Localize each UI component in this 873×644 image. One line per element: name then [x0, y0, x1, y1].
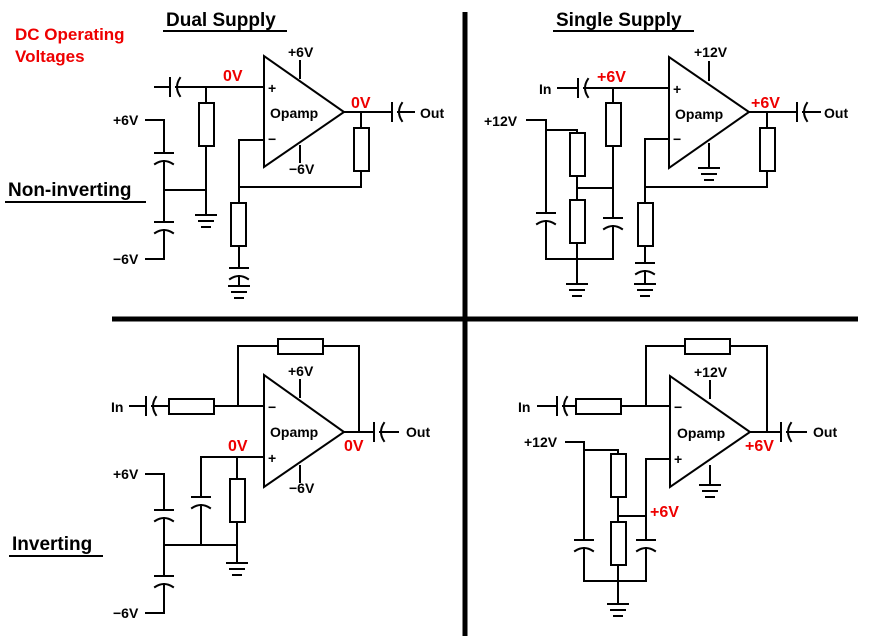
header-dual-supply: Dual Supply — [166, 10, 276, 31]
header-inverting: Inverting — [12, 534, 92, 555]
q3-opamp-label: Opamp — [270, 424, 318, 440]
q4-bias-6v: +6V — [650, 504, 679, 521]
header-single-supply: Single Supply — [556, 10, 682, 31]
q4-output-6v: +6V — [745, 438, 774, 455]
q2-plus-pin: + — [673, 81, 681, 97]
q3-bias-0v: 0V — [228, 438, 248, 455]
circuit-dual-inverting — [129, 338, 399, 614]
q2-minus-pin: − — [673, 131, 681, 147]
q1-opamp-label: Opamp — [270, 105, 318, 121]
q3-plus-pin: + — [268, 450, 276, 466]
q2-opamp-label: Opamp — [675, 106, 723, 122]
q3-output-0v: 0V — [344, 438, 364, 455]
circuit-single-inverting — [537, 338, 807, 617]
q2-output-6v: +6V — [751, 95, 780, 112]
q1-minus6v-label: −6V — [113, 251, 139, 267]
q4-in-label: In — [518, 399, 530, 415]
q2-input-6v: +6V — [597, 69, 626, 86]
q3-supply-neg: −6V — [289, 480, 315, 496]
q1-minus-pin: − — [268, 131, 276, 147]
q2-plus12v-label: +12V — [484, 113, 518, 129]
legend-line2: Voltages — [15, 47, 85, 66]
q1-plus-pin: + — [268, 80, 276, 96]
q3-minus6v-label: −6V — [113, 605, 139, 621]
q1-input-0v: 0V — [223, 68, 243, 85]
q1-out-label: Out — [420, 105, 444, 121]
circuit-single-noninverting — [526, 55, 821, 297]
legend-line1: DC Operating — [15, 25, 125, 44]
q1-plus6v-label: +6V — [113, 112, 139, 128]
circuit-dual-noninverting — [145, 54, 415, 299]
q4-plus-pin: + — [674, 451, 682, 467]
q4-opamp-label: Opamp — [677, 425, 725, 441]
q4-out-label: Out — [813, 424, 837, 440]
q2-supply-pos: +12V — [694, 44, 728, 60]
q1-output-0v: 0V — [351, 95, 371, 112]
q2-out-label: Out — [824, 105, 848, 121]
q1-supply-pos: +6V — [288, 44, 314, 60]
q3-plus6v-label: +6V — [113, 466, 139, 482]
q3-in-label: In — [111, 399, 123, 415]
q3-out-label: Out — [406, 424, 430, 440]
q4-minus-pin: − — [674, 399, 682, 415]
q4-supply-pos: +12V — [694, 364, 728, 380]
q4-plus12v-label: +12V — [524, 434, 558, 450]
header-non-inverting: Non-inverting — [8, 180, 132, 201]
q2-in-label: In — [539, 81, 551, 97]
q3-minus-pin: − — [268, 399, 276, 415]
q1-supply-neg: −6V — [289, 161, 315, 177]
q3-supply-pos: +6V — [288, 363, 314, 379]
